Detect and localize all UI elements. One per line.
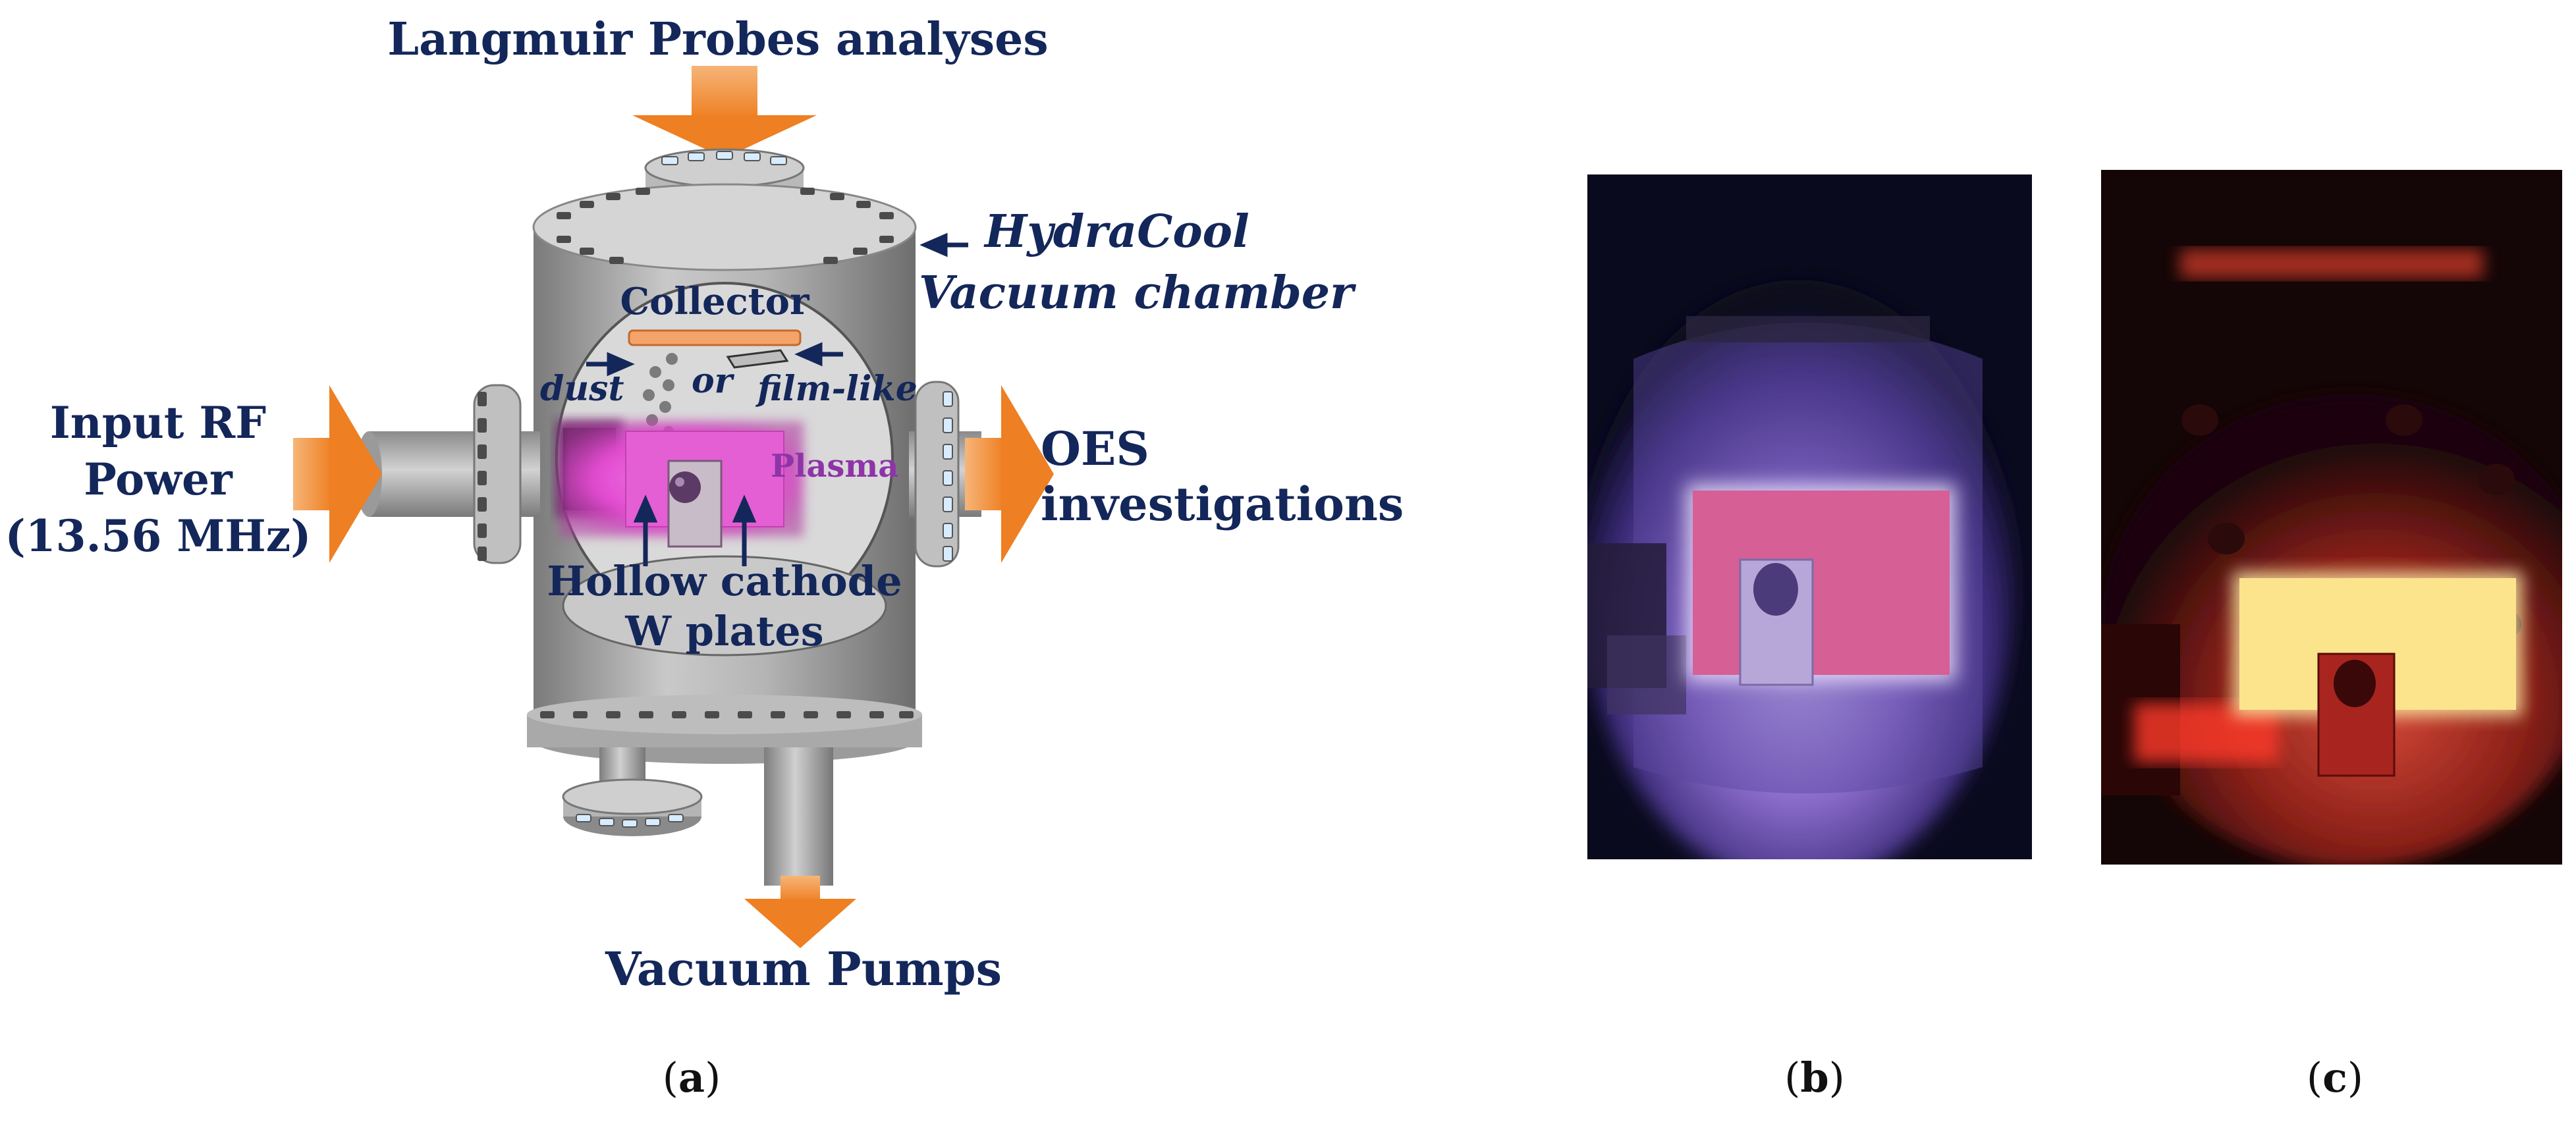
input-rf-line1: Input RF <box>49 397 267 448</box>
caption-b-close: ) <box>1828 1054 1845 1102</box>
caption-c-letter: c <box>2322 1054 2347 1102</box>
photo-c-render <box>2101 170 2562 865</box>
collector-plate <box>628 329 802 346</box>
caption-a: (a) <box>626 1054 757 1102</box>
left-port <box>356 384 540 564</box>
hollow-cathode-label: Hollow cathode W plates <box>514 556 935 656</box>
top-arrow <box>632 66 817 158</box>
oes-arrow <box>965 385 1054 563</box>
dust-label: dust <box>540 369 624 409</box>
photo-b-render <box>1587 280 2015 859</box>
bottom-left-port <box>562 747 703 836</box>
caption-a-letter: a <box>678 1054 705 1102</box>
hollow-cathode <box>557 421 804 548</box>
input-rf-label: Input RF Power (13.56 MHz) <box>0 395 316 564</box>
bottom-label: Vacuum Pumps <box>605 942 1002 996</box>
annotation-arrows <box>586 232 968 566</box>
film-like-sample <box>726 349 789 369</box>
top-rim-bolts <box>557 188 894 264</box>
photo-b <box>1587 174 2032 859</box>
input-rf-line2: Power <box>84 453 233 505</box>
caption-b: (b) <box>1749 1054 1880 1102</box>
top-port-bolts <box>661 151 787 165</box>
caption-a-close: ) <box>705 1054 721 1102</box>
caption-a-open: ( <box>662 1054 678 1102</box>
caption-b-letter: b <box>1800 1054 1829 1102</box>
left-port-bolts <box>478 392 487 561</box>
bottom-left-port-bolts <box>576 814 684 828</box>
right-port-bolts <box>943 391 953 562</box>
or-label: or <box>692 361 733 401</box>
caption-c: (c) <box>2269 1054 2401 1102</box>
bottom-rim-bolts <box>540 711 914 718</box>
film-like-label: film-like <box>757 369 918 409</box>
plasma-label: Plasma <box>771 448 899 485</box>
photo-c <box>2101 170 2562 865</box>
caption-c-close: ) <box>2347 1054 2364 1102</box>
oes-line1: OES <box>1041 421 1149 476</box>
caption-b-open: ( <box>1784 1054 1801 1102</box>
collector-label: Collector <box>620 280 809 323</box>
input-rf-arrow <box>293 385 382 563</box>
cathode-line2: W plates <box>625 606 824 655</box>
input-rf-line3: (13.56 MHz) <box>5 510 312 562</box>
bottom-right-port <box>744 747 856 948</box>
cathode-line1: Hollow cathode <box>547 557 902 605</box>
top-label: Langmuir Probes analyses <box>387 13 1049 66</box>
oes-label: OES investigations <box>1041 421 1404 532</box>
oes-line2: investigations <box>1041 477 1404 531</box>
chamber-label-line2: Vacuum chamber <box>919 267 1354 319</box>
caption-c-open: ( <box>2306 1054 2323 1102</box>
chamber-label-line1: HydraCool <box>985 205 1249 258</box>
